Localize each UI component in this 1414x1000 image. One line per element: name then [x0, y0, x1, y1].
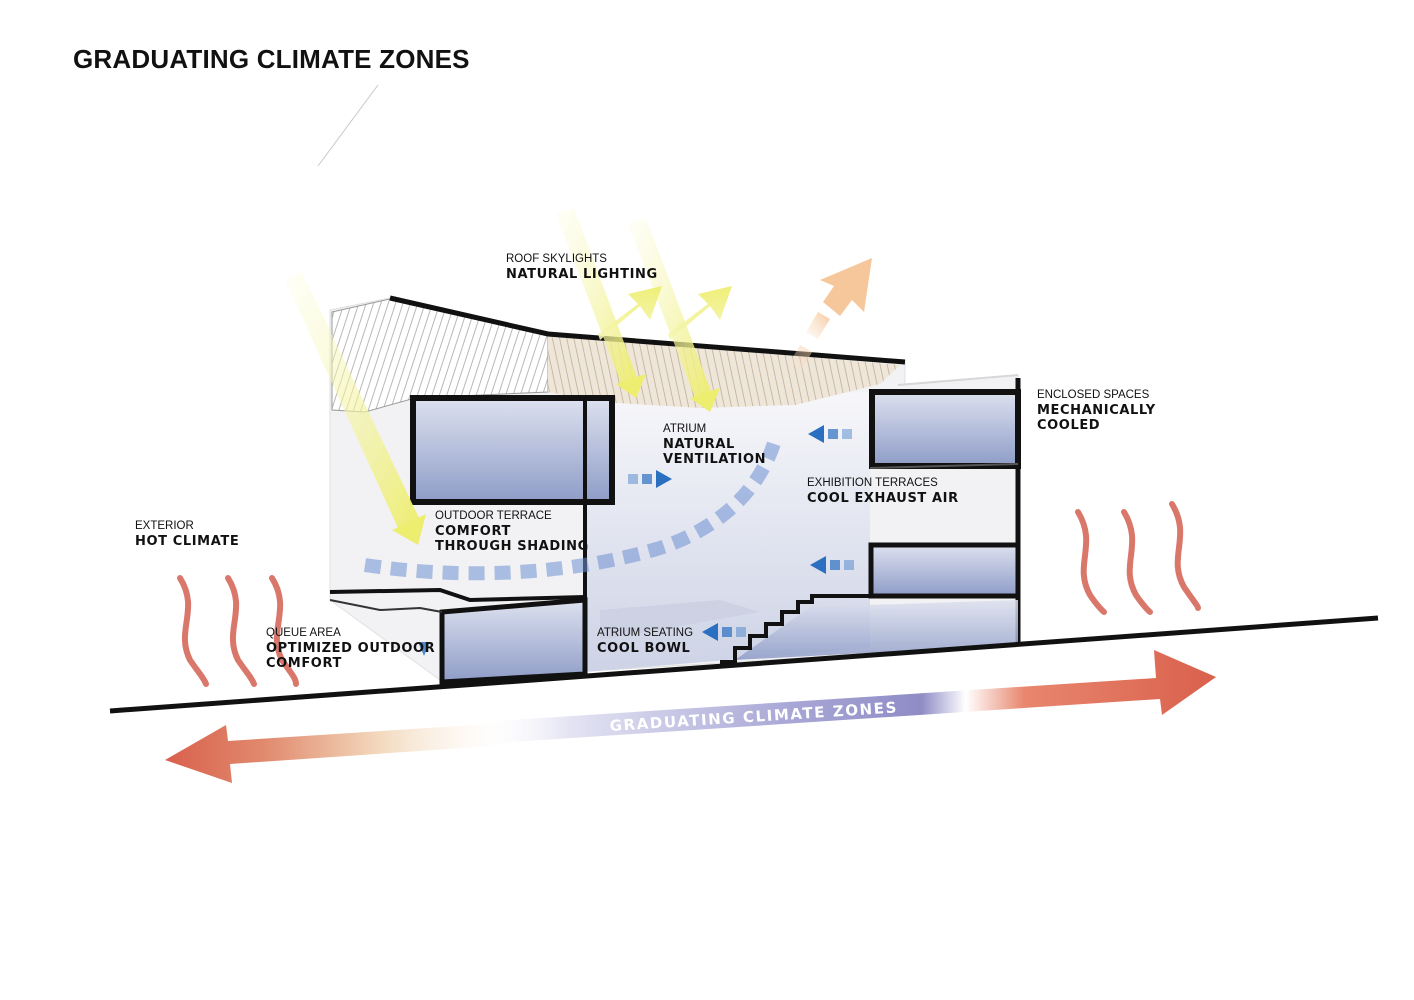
label-atrium-main-1: NATURAL	[663, 436, 735, 452]
label-skylights: ROOF SKYLIGHTS NATURAL LIGHTING	[506, 253, 658, 282]
left-hot-arrow	[165, 722, 522, 783]
label-queue-main-1: OPTIMIZED OUTDOOR	[266, 640, 436, 656]
label-enclosed: ENCLOSED SPACES MECHANICALLY COOLED	[1037, 389, 1156, 434]
label-exterior-sub: EXTERIOR	[135, 520, 194, 532]
lower-left-room	[439, 597, 588, 685]
label-atrium-main-2: VENTILATION	[663, 452, 767, 468]
sunlight-beams	[285, 208, 732, 545]
roof-line	[389, 295, 906, 365]
gradient-bar-label: GRADUATING CLIMATE ZONES	[609, 698, 898, 735]
label-skylights-main-1: NATURAL LIGHTING	[506, 266, 658, 282]
label-terrace-sub: OUTDOOR TERRACE	[435, 510, 552, 522]
upper-right-room	[869, 389, 1021, 469]
right-gradient-arrow	[480, 650, 1216, 744]
label-atrium: ATRIUM NATURAL VENTILATION	[663, 423, 766, 468]
stepped-seating	[720, 594, 1018, 664]
label-seating: ATRIUM SEATING COOL BOWL	[597, 627, 693, 656]
label-enclosed-sub: ENCLOSED SPACES	[1037, 389, 1150, 401]
airflow-arrows	[363, 425, 854, 656]
label-skylights-sub: ROOF SKYLIGHTS	[506, 253, 607, 265]
label-terrace-main-2: THROUGH SHADING	[435, 539, 589, 555]
label-atrium-sub: ATRIUM	[663, 423, 707, 435]
label-seating-sub: ATRIUM SEATING	[597, 627, 694, 639]
label-queue-main-2: COMFORT	[266, 656, 342, 672]
label-exterior: EXTERIOR HOT CLIMATE	[135, 520, 239, 549]
lower-right-room	[735, 600, 1018, 660]
label-exhibition-main-1: COOL EXHAUST AIR	[807, 490, 959, 506]
ground-line	[109, 615, 1379, 714]
label-exhibition: EXHIBITION TERRACES COOL EXHAUST AIR	[807, 477, 959, 506]
label-queue-sub: QUEUE AREA	[266, 627, 341, 639]
label-seating-main-1: COOL BOWL	[597, 640, 691, 656]
exhaust-arrow	[790, 258, 872, 370]
label-exhibition-sub: EXHIBITION TERRACES	[807, 477, 938, 489]
sun-ray-line	[317, 84, 379, 167]
label-terrace-main-1: COMFORT	[435, 523, 511, 539]
label-terrace: OUTDOOR TERRACE COMFORT THROUGH SHADING	[435, 510, 589, 555]
heat-waves-left	[177, 575, 299, 687]
page-title: GRADUATING CLIMATE ZONES	[73, 44, 470, 74]
heat-waves-right	[1075, 501, 1201, 615]
label-exterior-main-1: HOT CLIMATE	[135, 533, 240, 549]
middle-right-room	[868, 542, 1021, 599]
upper-left-room	[410, 395, 615, 505]
label-enclosed-main-1: MECHANICALLY	[1037, 402, 1156, 418]
label-queue: QUEUE AREA OPTIMIZED OUTDOOR COMFORT	[266, 627, 435, 672]
building-section	[329, 295, 1021, 685]
label-enclosed-main-2: COOLED	[1037, 418, 1101, 434]
